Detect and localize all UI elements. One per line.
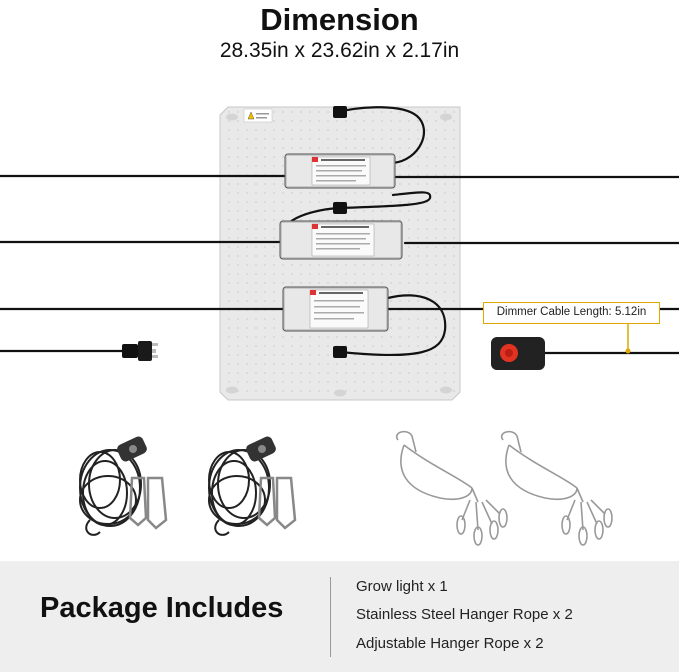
ratchet-hanger-icon xyxy=(208,436,297,536)
package-title: Package Includes xyxy=(40,592,284,624)
page-title: Dimension xyxy=(260,2,419,37)
power-cables xyxy=(0,106,679,357)
package-item: Adjustable Hanger Rope x 2 xyxy=(356,635,544,652)
driver-unit xyxy=(279,220,403,260)
product-illustration xyxy=(0,106,679,546)
dimmer-knob-icon xyxy=(491,337,545,370)
steel-rope-icon xyxy=(395,430,508,546)
power-plug-icon xyxy=(122,341,158,361)
warning-label xyxy=(243,108,273,123)
driver-unit xyxy=(284,153,396,189)
footer-divider xyxy=(330,577,331,657)
dimensions-text: 28.35in x 23.62in x 2.17in xyxy=(219,39,460,62)
package-item: Stainless Steel Hanger Rope x 2 xyxy=(356,606,573,623)
dimmer-cable-callout: Dimmer Cable Length: 5.12in xyxy=(483,302,660,324)
package-item: Grow light x 1 xyxy=(356,578,448,595)
driver-unit xyxy=(282,286,389,332)
steel-rope-icon xyxy=(500,430,613,546)
cable-connector-icon xyxy=(333,106,347,358)
package-footer xyxy=(0,561,679,672)
ratchet-hanger-icon xyxy=(79,436,168,536)
